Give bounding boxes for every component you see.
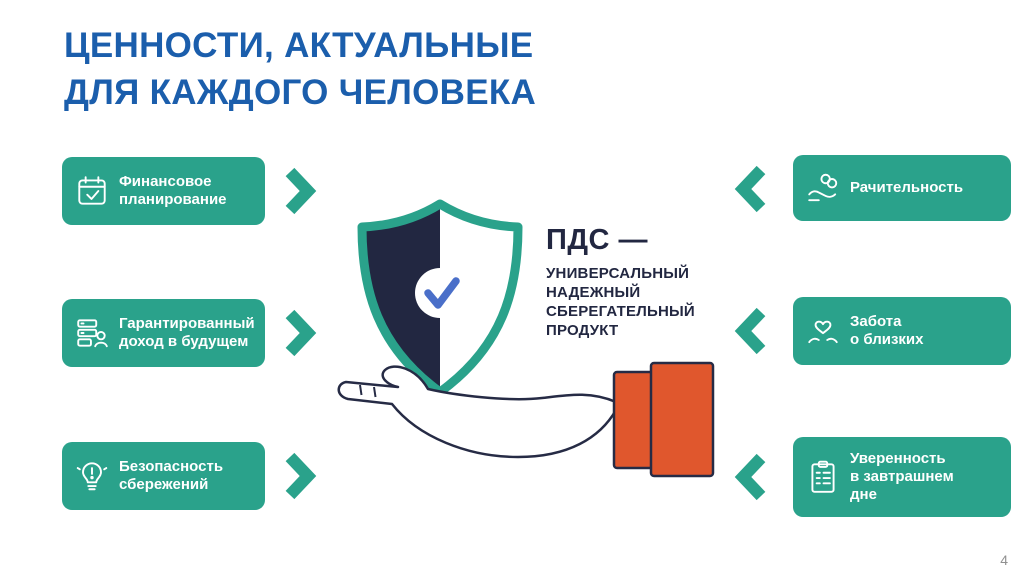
product-name: ПДС —	[546, 224, 649, 256]
income-list-person-icon	[74, 315, 110, 351]
value-card-label: Уверенность в завтрашнем дне	[850, 449, 954, 504]
shield-in-hand-illustration	[337, 199, 715, 478]
heart-in-hands-icon	[805, 313, 841, 349]
value-card-label: Финансовое планирование	[119, 172, 227, 208]
lightbulb-alert-icon	[74, 458, 110, 494]
value-card-guaranteed-income: Гарантированный доход в будущем	[62, 299, 265, 367]
center-text-block: ПДС — УНИВЕРСАЛЬНЫЙ НАДЕЖНЫЙ СБЕРЕГАТЕЛЬ…	[546, 224, 695, 340]
clipboard-checklist-icon	[805, 459, 841, 495]
value-card-savings-safety: Безопасность сбережений	[62, 442, 265, 510]
product-description: УНИВЕРСАЛЬНЫЙ НАДЕЖНЫЙ СБЕРЕГАТЕЛЬНЫЙ ПР…	[546, 265, 695, 339]
chevron-left-icon	[734, 307, 766, 355]
calendar-check-icon	[74, 173, 110, 209]
value-card-label: Гарантированный доход в будущем	[119, 314, 255, 350]
chevron-right-icon	[285, 452, 317, 500]
value-card-confidence-in-future: Уверенность в завтрашнем дне	[793, 437, 1011, 517]
chevron-right-icon	[285, 167, 317, 215]
chevron-left-icon	[734, 453, 766, 501]
chevron-right-icon	[285, 309, 317, 357]
page-title: ЦЕННОСТИ, АКТУАЛЬНЫЕ ДЛЯ КАЖДОГО ЧЕЛОВЕК…	[64, 26, 537, 112]
value-card-label: Рачительность	[850, 178, 964, 196]
value-card-label: Забота о близких	[850, 312, 924, 348]
value-card-financial-planning: Финансовое планирование	[62, 157, 265, 225]
value-card-care-for-loved-ones: Забота о близких	[793, 297, 1011, 365]
value-card-label: Безопасность сбережений	[119, 457, 224, 493]
chevron-left-icon	[734, 165, 766, 213]
value-card-thrift: Рачительность	[793, 155, 1011, 221]
page-number: 4	[1000, 552, 1008, 568]
coins-in-hand-icon	[805, 170, 841, 206]
